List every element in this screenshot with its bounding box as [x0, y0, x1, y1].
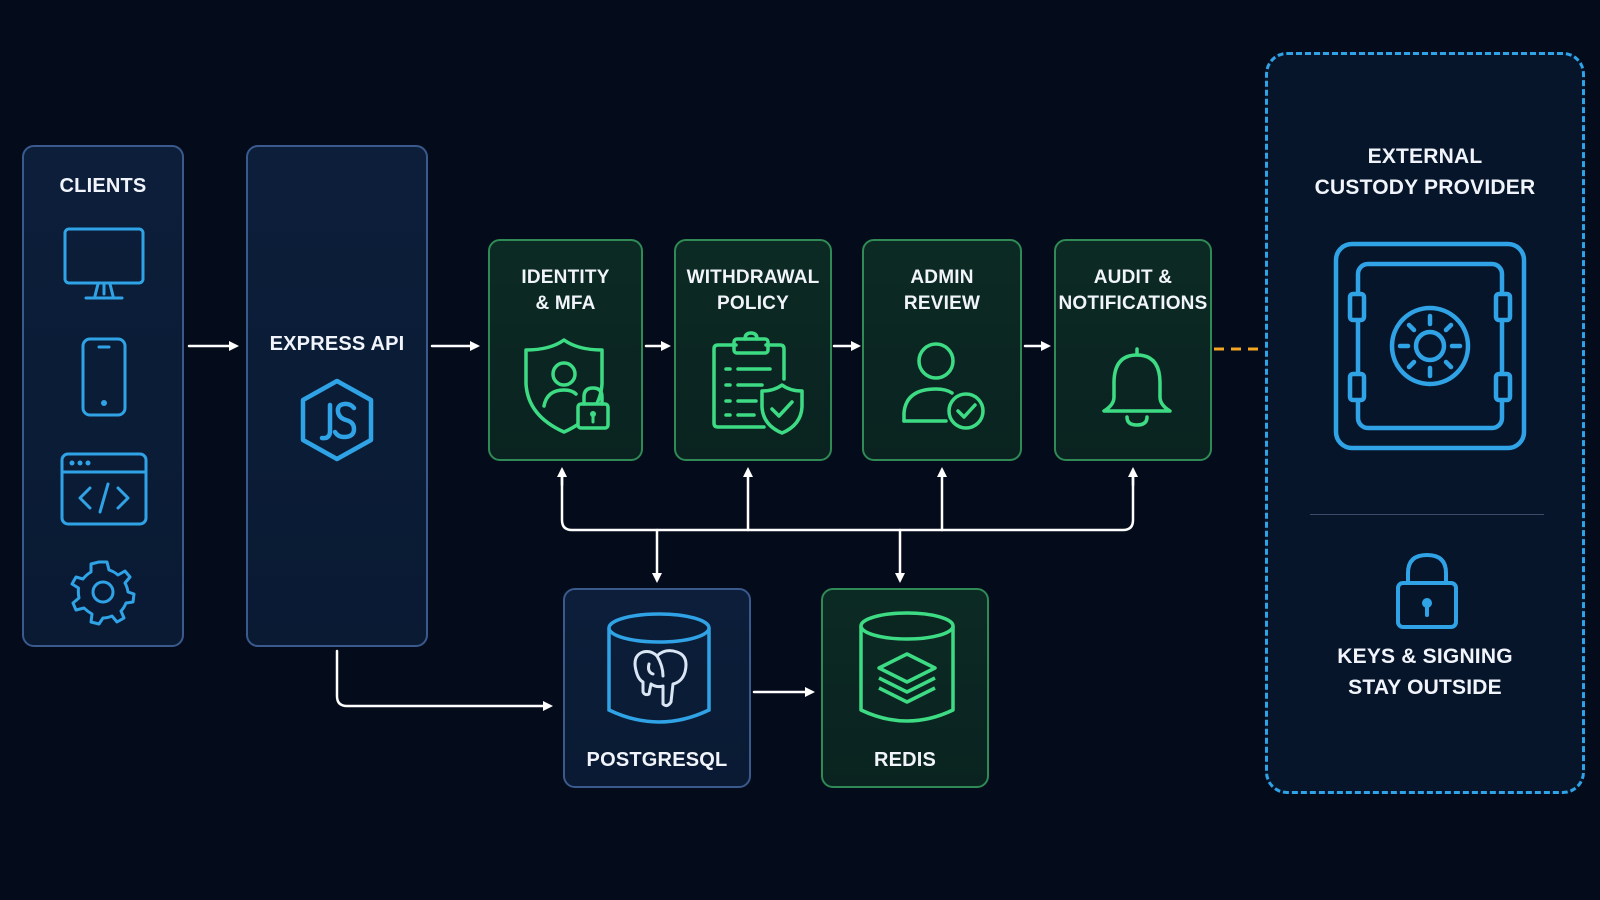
express-api-title: EXPRESS API — [269, 333, 405, 355]
nodejs-hexagon-icon — [300, 378, 374, 462]
audit-notifications-panel: AUDIT & NOTIFICATIONS — [1054, 239, 1212, 461]
audit-notifications-title: AUDIT & NOTIFICATIONS — [1058, 267, 1208, 314]
padlock-icon — [1396, 553, 1458, 629]
clipboard-shield-icon — [712, 331, 804, 435]
user-check-icon — [902, 342, 985, 430]
code-window-icon — [60, 452, 148, 526]
clients-panel: CLIENTS — [22, 145, 184, 647]
gear-icon — [70, 560, 136, 626]
bus-line — [560, 472, 1135, 532]
external-custody-provider-panel: EXTERNAL CUSTODY PROVIDER K — [1265, 52, 1585, 794]
admin-review-title: ADMIN REVIEW — [903, 267, 981, 314]
keys-signing-note: KEYS & SIGNING STAY OUTSIDE — [1337, 645, 1513, 699]
withdrawal-policy-panel: WITHDRAWAL POLICY — [674, 239, 832, 461]
external-divider — [1310, 514, 1544, 515]
redis-title: REDIS — [873, 749, 937, 771]
withdrawal-policy-title: WITHDRAWAL POLICY — [686, 267, 820, 314]
shield-user-lock-icon — [524, 338, 610, 434]
stacked-layers-database-icon — [859, 611, 955, 723]
vault-safe-icon — [1333, 241, 1527, 451]
postgres-elephant-database-icon — [607, 612, 711, 724]
postgresql-title: POSTGRESQL — [586, 749, 728, 771]
arrow-api-to-postgres — [335, 649, 553, 711]
desktop-monitor-icon — [63, 227, 145, 300]
identity-mfa-title: IDENTITY & MFA — [521, 267, 610, 314]
identity-mfa-panel: IDENTITY & MFA — [488, 239, 643, 461]
mobile-phone-icon — [81, 337, 127, 417]
postgresql-panel: POSTGRESQL — [563, 588, 751, 788]
redis-panel: REDIS — [821, 588, 989, 788]
clients-title: CLIENTS — [59, 175, 147, 197]
external-custody-title: EXTERNAL CUSTODY PROVIDER — [1314, 145, 1536, 199]
express-api-panel: EXPRESS API — [246, 145, 428, 647]
bell-icon — [1102, 347, 1172, 427]
admin-review-panel: ADMIN REVIEW — [862, 239, 1022, 461]
